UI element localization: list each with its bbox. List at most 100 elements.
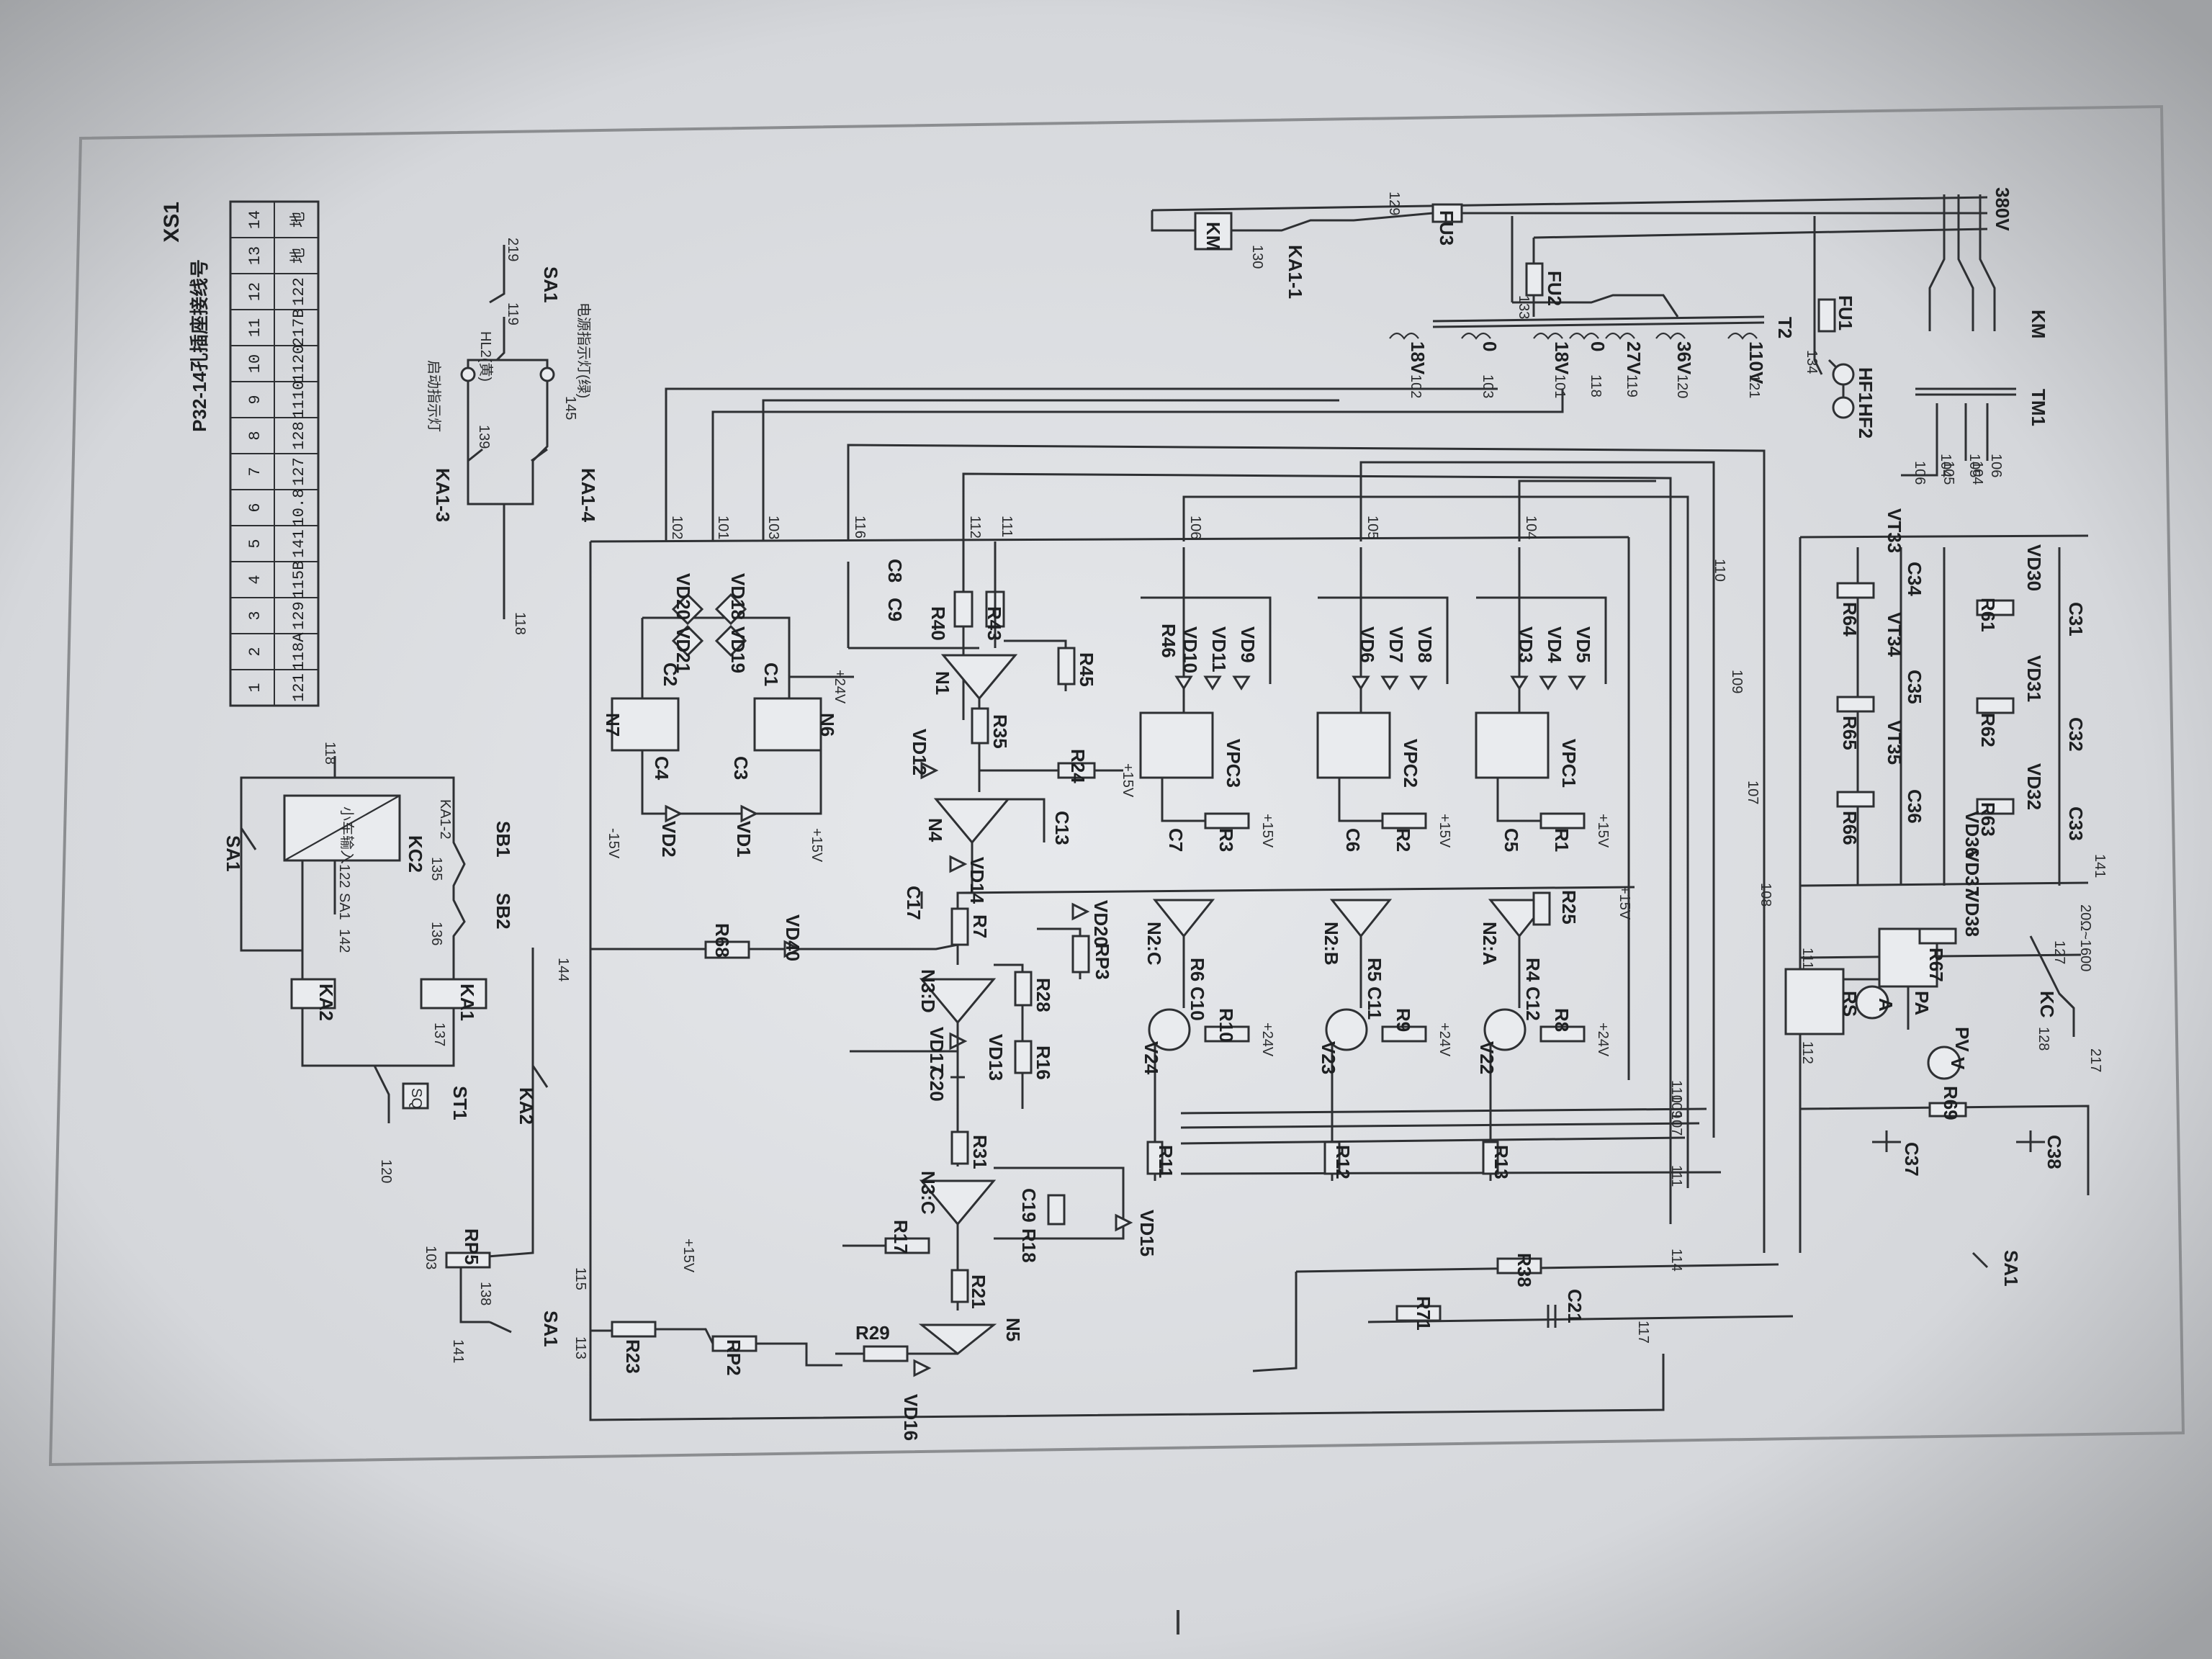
c9-label: C9 (884, 598, 906, 621)
mains-label: 380V (1992, 187, 2013, 231)
transistor (1148, 1008, 1191, 1051)
trigger-resistor-label: R1 (1551, 828, 1573, 852)
vd21-label: VD21 (673, 626, 694, 673)
trigger-resistor-label: R4 (1522, 958, 1544, 982)
terminal-number: 9 (246, 395, 264, 404)
terminal-number: 14 (246, 210, 264, 229)
c3-label: C3 (730, 756, 752, 780)
trigger-resistor-label: R10 (1215, 1008, 1237, 1043)
page-border (48, 104, 2185, 1467)
wire-105-tr: 105 (1966, 454, 1982, 477)
diode (1203, 675, 1222, 691)
ka1-coil-label: KA1 (457, 984, 478, 1021)
optocoupler (1139, 711, 1214, 779)
terminal-number: 7 (246, 467, 264, 476)
resistor (1381, 812, 1427, 830)
vd2-label: VD2 (658, 821, 680, 858)
vd30-label: VD30 (2023, 544, 2045, 591)
vd38-label: VD38 (1961, 890, 1983, 937)
trigger-capacitor-label: C11 (1364, 986, 1385, 1020)
ammeter-symbol: A (1875, 998, 1897, 1012)
r7-label: R7 (969, 914, 991, 938)
terminal-wire: 地 (289, 248, 308, 264)
ct-wire-number: 104 (1969, 461, 1985, 485)
wire-119: 119 (505, 302, 521, 325)
optocoupler-label: VPC2 (1400, 739, 1421, 788)
diode (1539, 675, 1557, 691)
vd32-label: VD32 (2023, 763, 2045, 810)
trigger-resistor-label: R6 (1187, 958, 1208, 981)
control-chain: R35 VD12 R24 +15V N4 C13 VD14 C17 VD20 R… (423, 707, 1635, 1441)
c13-label: C13 (1051, 811, 1073, 845)
p24-supply-label: +24V (832, 670, 848, 704)
resistor (1204, 812, 1250, 830)
diode (1568, 675, 1586, 691)
winding-coil (1389, 332, 1419, 340)
trigger-capacitor-label: C10 (1187, 986, 1208, 1021)
vd15-label: VD15 (1136, 1210, 1158, 1256)
diode (1174, 675, 1193, 691)
transformer-tap: 110V (1745, 341, 1767, 385)
lamp-relay-circuit: 219 SA1 119 HL2(黄) 电源指示灯(绿) 启动指示灯 139 14… (426, 238, 599, 635)
transistor-label: V22 (1476, 1041, 1498, 1074)
comparator-label: N2:C (1143, 922, 1165, 966)
terminal-number: 13 (246, 246, 264, 265)
diode (1352, 675, 1370, 691)
winding-coil (1727, 332, 1758, 340)
vt34-label: VT34 (1884, 612, 1905, 657)
resistor (1532, 891, 1551, 926)
terminal-number: 12 (246, 282, 264, 301)
vd14-label: VD14 (966, 857, 988, 904)
terminal-number: 8 (246, 431, 264, 440)
terminal-number: 4 (246, 575, 264, 584)
wire-141: 141 (450, 1339, 466, 1363)
ka2-contact-label: KA2 (516, 1087, 537, 1125)
r71-label: R71 (1413, 1296, 1434, 1331)
n1-label: N1 (932, 671, 953, 695)
vd13-label: VD13 (985, 1034, 1007, 1081)
diode (1232, 675, 1251, 691)
wire-129: 129 (1386, 192, 1402, 215)
tm1-label: TM1 (2028, 389, 2049, 426)
trigger-capacitor-label: C5 (1501, 828, 1522, 852)
optocoupler-label: VPC1 (1558, 739, 1580, 788)
n7-label: N7 (602, 713, 624, 737)
r24-label: R24 (1067, 749, 1089, 783)
m15-supply-label: -15V (606, 828, 621, 859)
tap-wire-number: 119 (1624, 374, 1640, 397)
ct-wire-number: 106 (1912, 461, 1928, 485)
sa1-mid-label: SA1 (336, 893, 352, 920)
rp2-label: RP2 (723, 1339, 745, 1376)
c38-label: C38 (2044, 1135, 2065, 1169)
trigger-capacitor-label: C7 (1165, 828, 1187, 852)
wire-118-top: 118 (512, 612, 528, 635)
wire-117: 117 (1635, 1321, 1651, 1344)
wire-136: 136 (428, 922, 444, 945)
winding-coil (1461, 332, 1491, 340)
trigger-resistor-label: R2 (1393, 828, 1414, 852)
winding-coil (1605, 332, 1635, 340)
n5-label: N5 (1002, 1318, 1024, 1341)
tap-wire-number: 120 (1674, 374, 1690, 398)
terminal-wire: 129 (290, 601, 308, 630)
wire-137: 137 (431, 1022, 447, 1046)
trigger-resistor-label: R5 (1364, 958, 1385, 981)
wire-120: 120 (378, 1159, 394, 1183)
p15-rail-label: +15V (680, 1238, 696, 1273)
trigger-diode-label: VD6 (1357, 626, 1378, 663)
wire-104-tr: 104 (1938, 454, 1954, 477)
winding-coil (1533, 332, 1563, 340)
trigger-resistor-label: R3 (1215, 828, 1237, 852)
power-lamp-label: 电源指示灯(绿) (575, 302, 592, 398)
c35-label: C35 (1904, 670, 1925, 704)
hf2-label: HF2 (1855, 403, 1876, 439)
kc2-text: 小车输入 (338, 806, 355, 864)
transformer-tap: 0 (1587, 341, 1609, 351)
resistor (1539, 812, 1586, 830)
wire-133: 133 (1516, 295, 1532, 319)
transistor-label: V23 (1318, 1041, 1339, 1074)
n3d-label: N3:D (917, 969, 939, 1013)
r35-label: R35 (989, 714, 1011, 749)
